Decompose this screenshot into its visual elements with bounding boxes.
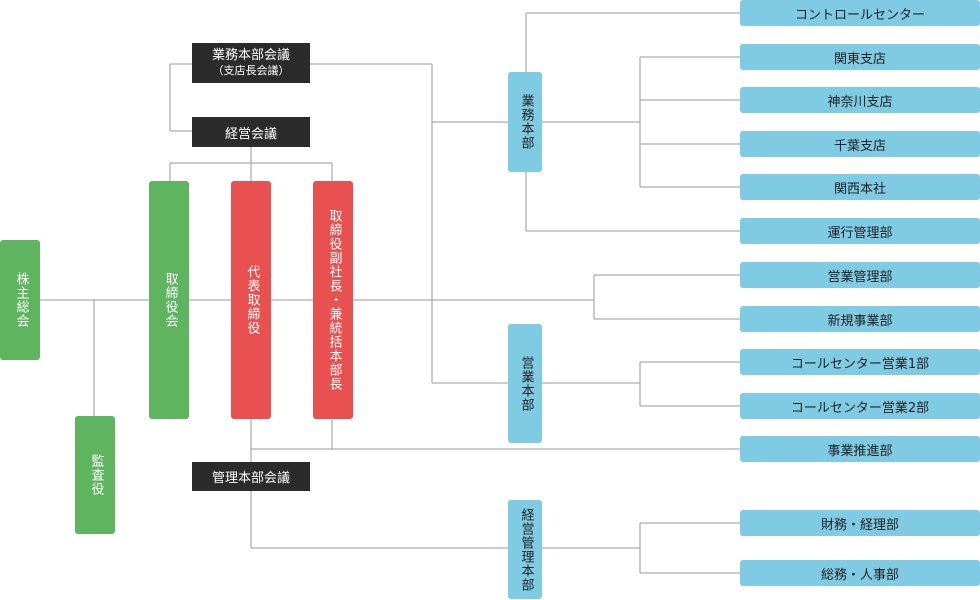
admin-hq-council-box: 管理本部会議 (192, 462, 310, 491)
business-hq-council-box: 業務本部会議 （支店長会議） (192, 43, 310, 83)
business-hq-council-label: 業務本部会議 (211, 48, 290, 63)
kanagawa-branch-box: 神奈川支店 (740, 87, 980, 113)
management-admin-division-box: 経営管理本部 (508, 500, 542, 599)
operations-management-box: 運行管理部 (740, 218, 980, 244)
vice-president-box: 取締役副社長・兼統括本部長 (313, 181, 353, 419)
sales-division-box: 営業本部 (508, 324, 542, 443)
finance-accounting-box: 財務・経理部 (740, 510, 980, 536)
call-center-sales-1-box: コールセンター営業1部 (740, 349, 980, 375)
shareholders-meeting-box: 株主総会 (0, 240, 40, 360)
general-affairs-hr-box: 総務・人事部 (740, 560, 980, 586)
new-business-box: 新規事業部 (740, 306, 980, 332)
kansai-headquarters-box: 関西本社 (740, 174, 980, 200)
business-hq-council-sublabel: （支店長会議） (212, 64, 290, 78)
kanto-branch-box: 関東支店 (740, 44, 980, 70)
call-center-sales-2-box: コールセンター営業2部 (740, 393, 980, 419)
sales-management-box: 営業管理部 (740, 262, 980, 288)
business-promotion-box: 事業推進部 (740, 436, 980, 462)
chiba-branch-box: 千葉支店 (740, 131, 980, 157)
business-division-box: 業務本部 (508, 72, 542, 172)
control-center-box: コントロールセンター (740, 0, 980, 26)
representative-director-box: 代表取締役 (231, 181, 271, 419)
auditor-box: 監査役 (75, 416, 115, 534)
management-council-box: 経営会議 (192, 117, 310, 147)
board-of-directors-box: 取締役会 (149, 181, 189, 419)
